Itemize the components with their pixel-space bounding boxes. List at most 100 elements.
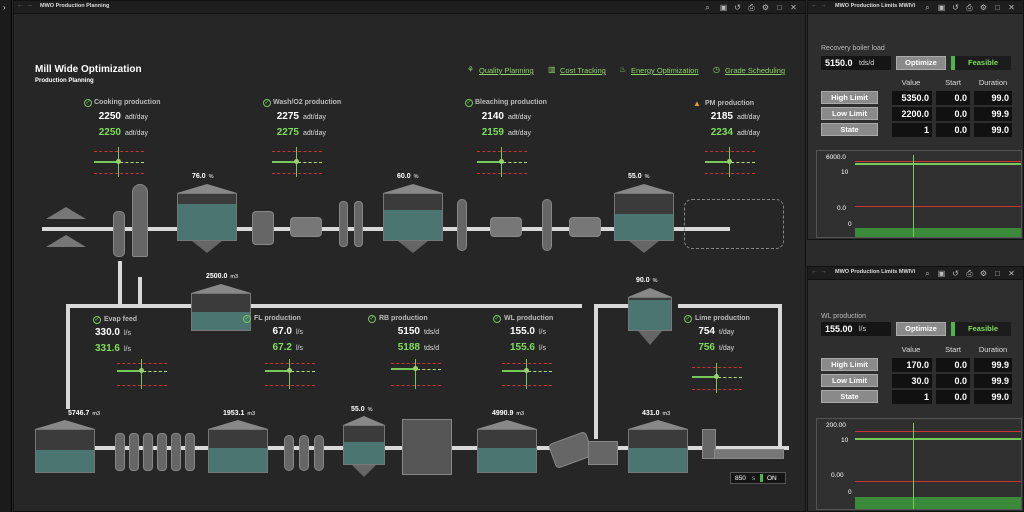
tank-level: 76.0% bbox=[192, 173, 214, 180]
save-icon[interactable]: ▣ bbox=[937, 269, 946, 278]
search-icon[interactable]: ⌕ bbox=[925, 3, 930, 12]
high-limit-value[interactable]: 5350.0 bbox=[892, 91, 932, 105]
maximize-icon[interactable]: □ bbox=[777, 3, 782, 12]
low-limit-button[interactable]: Low Limit bbox=[821, 374, 878, 387]
wood-pile-icon bbox=[46, 207, 86, 219]
close-icon[interactable]: ✕ bbox=[1008, 269, 1015, 278]
kpi-value: 2275 bbox=[276, 111, 299, 122]
quality-icon: ⚘ bbox=[467, 65, 475, 74]
back-arrow-icon[interactable]: ← bbox=[811, 268, 818, 275]
sparkline bbox=[391, 359, 441, 389]
maximize-icon[interactable]: □ bbox=[995, 3, 1000, 12]
search-icon[interactable]: ⌕ bbox=[705, 3, 710, 12]
forward-arrow-icon[interactable]: → bbox=[26, 2, 33, 9]
maximize-icon[interactable]: □ bbox=[995, 269, 1000, 278]
low-limit-value[interactable]: 30.0 bbox=[892, 374, 932, 388]
state-value[interactable]: 1 bbox=[892, 390, 932, 404]
evaporator-icon bbox=[185, 433, 195, 471]
high-limit-start[interactable]: 0.0 bbox=[936, 358, 970, 372]
save-icon[interactable]: ▣ bbox=[937, 3, 946, 12]
settings-icon[interactable]: ⚙ bbox=[761, 3, 770, 12]
limits-trend-chart[interactable]: 200.00 10 0.00 0 bbox=[816, 418, 1022, 510]
kpi-label: WL production bbox=[504, 315, 554, 322]
panel-titlebar: ← → MWO Production Limits MWIVi ⌕ ▣ ↺ ⎙ … bbox=[808, 1, 1023, 14]
kpi-unit: adt/day bbox=[303, 114, 326, 121]
save-icon[interactable]: ▣ bbox=[719, 3, 728, 12]
optimize-button[interactable]: Optimize bbox=[896, 322, 946, 336]
link-cost-tracking[interactable]: Cost Tracking bbox=[560, 66, 606, 75]
low-limit-duration[interactable]: 99.9 bbox=[974, 374, 1012, 388]
kpi-target: 2275 bbox=[276, 127, 299, 138]
left-side-tab[interactable]: › bbox=[0, 0, 12, 512]
forward-arrow-icon[interactable]: → bbox=[820, 2, 827, 9]
limits-trend-chart[interactable]: 6000.0 10 0.0 0 bbox=[816, 150, 1022, 238]
search-icon[interactable]: ⌕ bbox=[925, 269, 930, 278]
tank-level: 55.0% bbox=[351, 406, 373, 413]
print-icon[interactable]: ⎙ bbox=[966, 269, 973, 278]
liquor-pipe bbox=[66, 304, 70, 409]
low-limit-start[interactable]: 0.0 bbox=[936, 374, 970, 388]
back-arrow-icon[interactable]: ← bbox=[17, 2, 24, 9]
kpi-value: 330.0 bbox=[94, 327, 120, 338]
feasible-status: Feasible bbox=[951, 56, 1011, 70]
high-limit-button[interactable]: High Limit bbox=[821, 91, 878, 104]
high-limit-button[interactable]: High Limit bbox=[821, 358, 878, 371]
time-cursor[interactable] bbox=[913, 423, 914, 509]
low-limit-value[interactable]: 2200.0 bbox=[892, 107, 932, 121]
check-icon: ✓ bbox=[84, 99, 92, 107]
tank-level: 55.0% bbox=[628, 173, 650, 180]
settings-icon[interactable]: ⚙ bbox=[979, 3, 988, 12]
sparkline bbox=[94, 147, 144, 177]
limits-panel-wl: ← → MWO Production Limits MWIVi ⌕ ▣ ↺ ⎙ … bbox=[807, 266, 1024, 512]
value-line bbox=[855, 438, 1021, 440]
optimize-button[interactable]: Optimize bbox=[896, 56, 946, 70]
speed-control[interactable]: 850 s ON bbox=[730, 472, 786, 484]
link-quality-planning[interactable]: Quality Planning bbox=[479, 66, 534, 75]
low-limit-duration[interactable]: 99.9 bbox=[974, 107, 1012, 121]
kpi-target: 155.6 bbox=[509, 342, 535, 353]
state-duration[interactable]: 99.0 bbox=[974, 390, 1012, 404]
link-energy-optimization[interactable]: Energy Optimization bbox=[631, 66, 699, 75]
high-limit-duration[interactable]: 99.0 bbox=[974, 91, 1012, 105]
check-icon: ✓ bbox=[465, 99, 473, 107]
kpi-unit: t/day bbox=[719, 329, 735, 336]
high-limit-value[interactable]: 170.0 bbox=[892, 358, 932, 372]
state-duration[interactable]: 99.0 bbox=[974, 123, 1012, 137]
on-toggle[interactable]: ON bbox=[767, 475, 777, 482]
history-icon[interactable]: ↺ bbox=[952, 269, 959, 278]
value-text: 155.00 bbox=[825, 324, 853, 334]
print-icon[interactable]: ⎙ bbox=[748, 3, 755, 12]
col-header-start: Start bbox=[945, 345, 961, 354]
settings-icon[interactable]: ⚙ bbox=[979, 269, 988, 278]
close-icon[interactable]: ✕ bbox=[790, 3, 797, 12]
kpi-label: Lime production bbox=[695, 315, 750, 322]
liquor-pipe bbox=[138, 277, 142, 305]
low-limit-button[interactable]: Low Limit bbox=[821, 107, 878, 120]
low-limit-start[interactable]: 0.0 bbox=[936, 107, 970, 121]
history-icon[interactable]: ↺ bbox=[734, 3, 741, 12]
state-start[interactable]: 0.0 bbox=[936, 123, 970, 137]
kpi-label: FL production bbox=[254, 315, 301, 322]
col-header-start: Start bbox=[945, 78, 961, 87]
state-value[interactable]: 1 bbox=[892, 123, 932, 137]
state-button[interactable]: State bbox=[821, 123, 878, 136]
state-start[interactable]: 0.0 bbox=[936, 390, 970, 404]
back-arrow-icon[interactable]: ← bbox=[811, 2, 818, 9]
history-icon[interactable]: ↺ bbox=[952, 3, 959, 12]
link-grade-scheduling[interactable]: Grade Scheduling bbox=[725, 66, 786, 75]
forward-arrow-icon[interactable]: → bbox=[820, 268, 827, 275]
high-limit-start[interactable]: 0.0 bbox=[936, 91, 970, 105]
evaporator-icon bbox=[171, 433, 181, 471]
chevron-right-icon[interactable]: › bbox=[3, 3, 6, 12]
kpi-target: 2250 bbox=[98, 127, 121, 138]
panel-value: 155.00 bbox=[821, 322, 891, 336]
high-limit-duration[interactable]: 99.9 bbox=[974, 358, 1012, 372]
sparkline bbox=[705, 147, 755, 177]
print-icon[interactable]: ⎙ bbox=[966, 3, 973, 12]
close-icon[interactable]: ✕ bbox=[1008, 3, 1015, 12]
kpi-target: 67.2 bbox=[272, 342, 292, 353]
state-button[interactable]: State bbox=[821, 390, 878, 403]
time-cursor[interactable] bbox=[913, 155, 914, 237]
lime-pipe bbox=[594, 304, 598, 439]
